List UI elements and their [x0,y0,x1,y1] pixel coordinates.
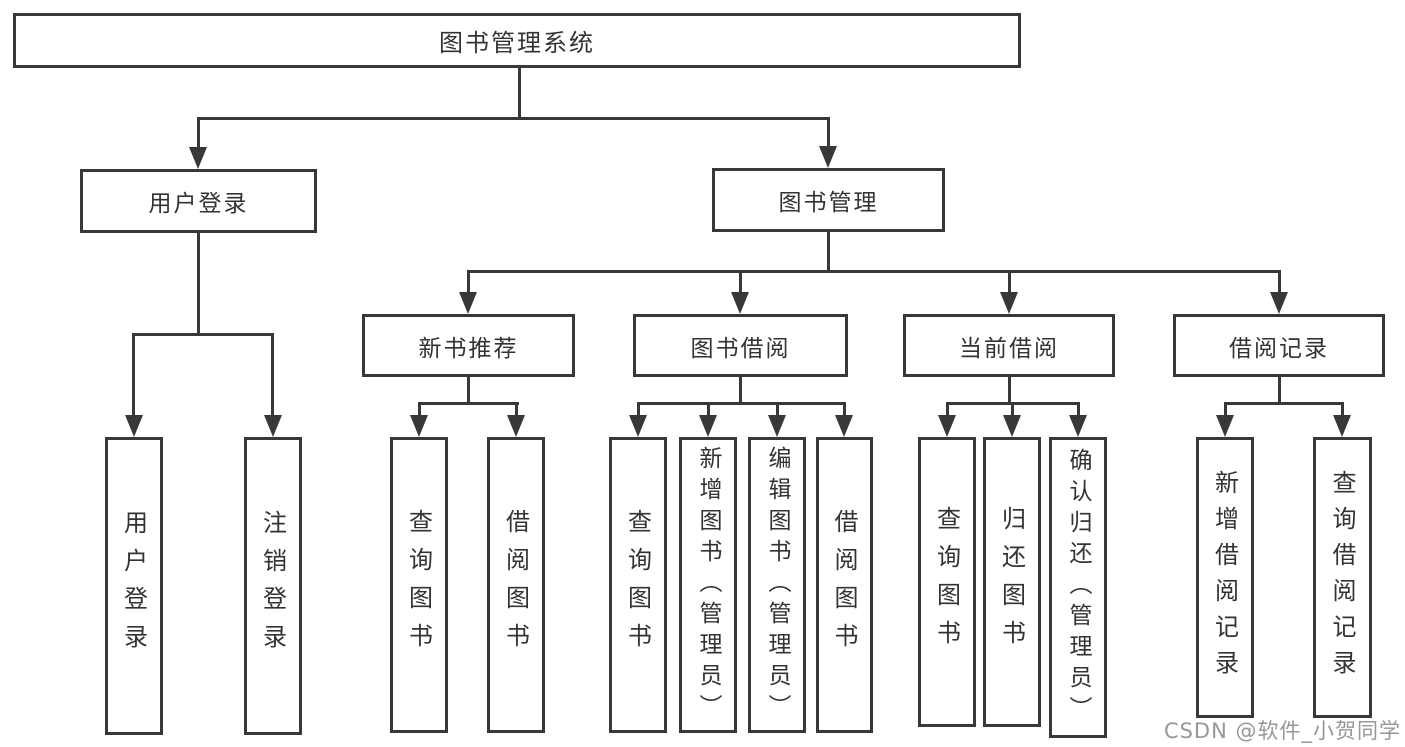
leaf-add-borrow-record: 新增借阅记录 [1196,437,1254,718]
connector-line [1278,377,1281,405]
node-library-management-system: 图书管理系统 [13,13,1021,68]
node-new-book-recommend: 新书推荐 [362,314,575,377]
connector-line [1008,377,1011,405]
leaf-confirm-return-admin: 确认归还（管理员） [1049,437,1107,738]
connector-line [467,377,470,405]
connector-line [418,402,421,426]
connector-line [946,402,949,426]
connector-line [827,232,830,273]
node-book-management-branch: 图书管理 [712,168,945,232]
connector-line [1341,402,1344,426]
arrow-down-icon [189,147,207,169]
connector-line [1278,270,1281,300]
connector-line [1077,402,1080,426]
connector-line [418,402,519,405]
arrow-down-icon [768,415,786,437]
leaf-query-books-recommend: 查询图书 [390,437,448,733]
connector-line [1224,402,1227,426]
connector-line [1011,402,1014,426]
arrow-down-icon [459,292,477,314]
arrow-down-icon [125,415,143,437]
connector-line [467,270,1281,273]
connector-line [637,402,846,405]
connector-line [707,402,710,426]
watermark: CSDN @软件_小贺同学 [1163,719,1401,743]
leaf-return-book: 归还图书 [983,437,1041,727]
connector-line [132,333,135,423]
connector-line [467,270,470,300]
leaf-query-books-borrow: 查询图书 [609,437,667,733]
connector-line [637,402,640,426]
leaf-query-books-current: 查询图书 [918,437,976,727]
connector-line [197,117,200,157]
arrow-down-icon [1000,292,1018,314]
connector-line [132,333,274,336]
arrow-down-icon [731,292,749,314]
arrow-down-icon [699,415,717,437]
connector-line [515,402,518,426]
node-user-login-branch: 用户登录 [80,169,317,233]
connector-line [1008,270,1011,300]
leaf-query-borrow-record: 查询借阅记录 [1313,437,1372,718]
arrow-down-icon [1069,415,1087,437]
arrow-down-icon [507,415,525,437]
arrow-down-icon [819,146,837,168]
node-current-borrow: 当前借阅 [903,314,1115,377]
node-borrow-records: 借阅记录 [1173,314,1385,377]
leaf-add-book-admin: 新增图书（管理员） [679,437,737,733]
connector-line [827,117,830,157]
arrow-down-icon [1270,292,1288,314]
arrow-down-icon [1333,415,1351,437]
leaf-borrow-books: 借阅图书 [816,437,873,733]
leaf-logout: 注销登录 [244,437,302,735]
arrow-down-icon [264,415,282,437]
arrow-down-icon [410,415,428,437]
arrow-down-icon [1003,415,1021,437]
arrow-down-icon [835,415,853,437]
connector-line [739,377,742,405]
connector-line [1224,402,1344,405]
arrow-down-icon [1216,415,1234,437]
leaf-edit-book-admin: 编辑图书（管理员） [748,437,806,733]
arrow-down-icon [629,415,647,437]
arrow-down-icon [938,415,956,437]
connector-line [739,270,742,300]
connector-line [197,117,830,120]
connector-line [776,402,779,426]
leaf-user-login: 用户登录 [105,437,163,735]
connector-line [271,333,274,423]
connector-line [518,68,521,120]
connector-line [843,402,846,426]
node-book-borrow: 图书借阅 [633,314,848,377]
leaf-borrow-books-recommend: 借阅图书 [487,437,545,733]
connector-line [197,233,200,335]
